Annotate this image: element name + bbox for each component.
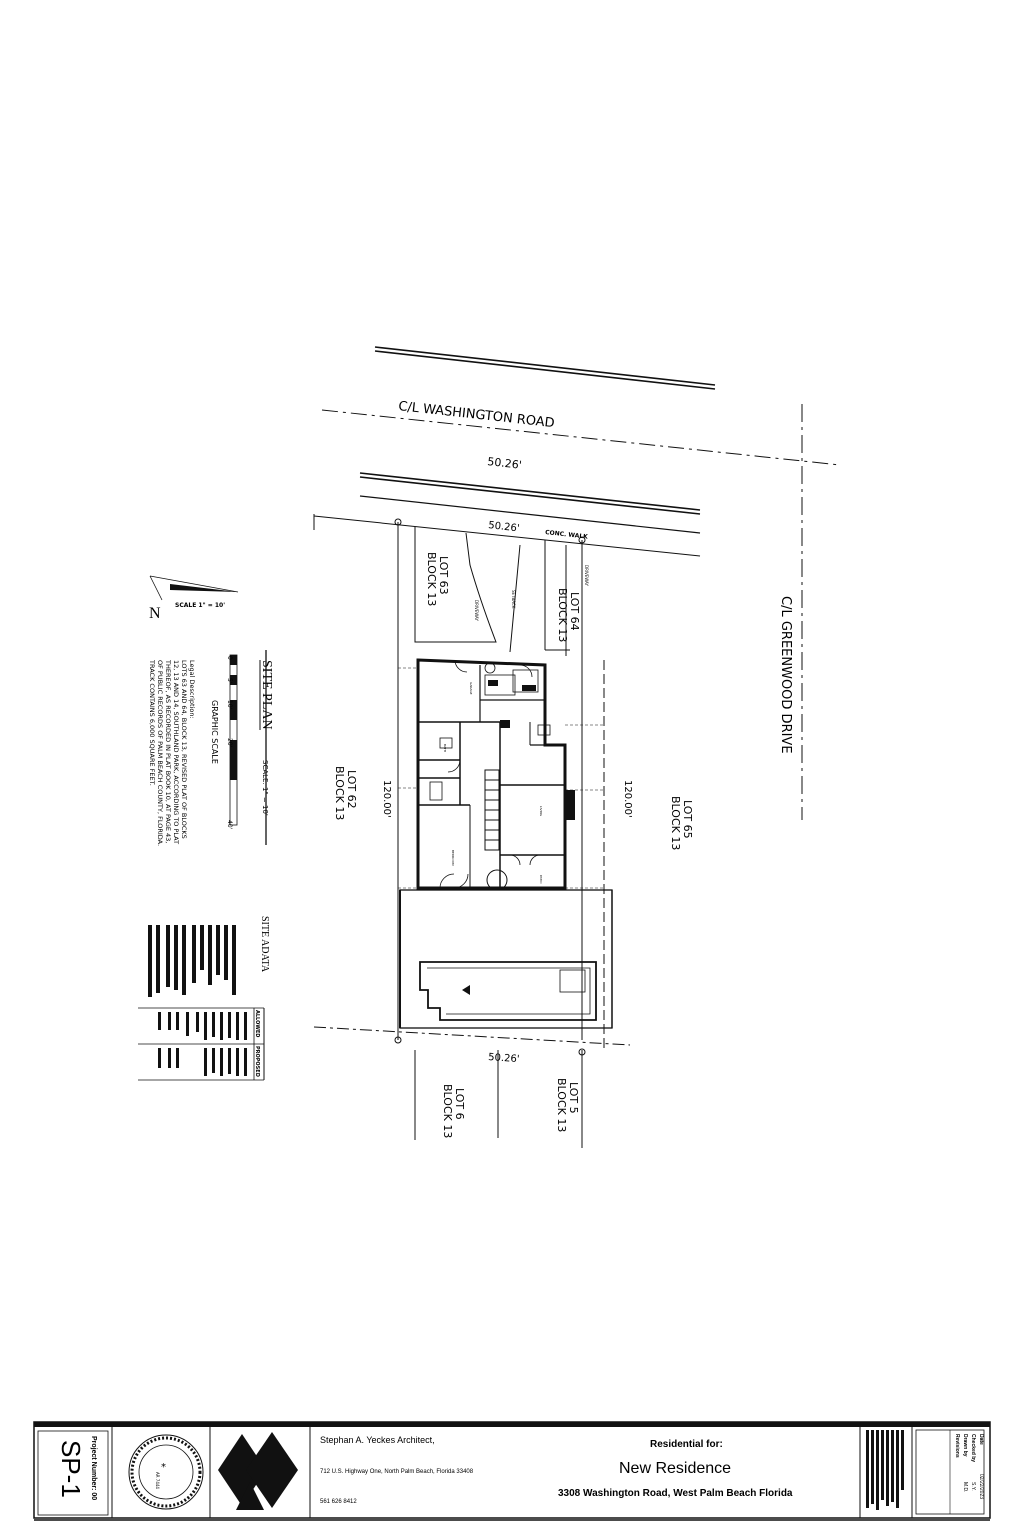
lot-64-block: BLOCK 13 xyxy=(556,588,569,642)
house-footprint xyxy=(416,658,567,891)
revisions-label: Revisions xyxy=(954,1434,960,1458)
conc-walk-label: CONC. WALK xyxy=(545,529,589,541)
lot-5-block: BLOCK 13 xyxy=(555,1078,568,1132)
checked-by-value: S.Y. xyxy=(970,1482,976,1491)
svg-text:PATIO: PATIO xyxy=(539,875,543,884)
scale-mark-20: 20' xyxy=(226,738,233,748)
architect-seal: * AR 7444 xyxy=(128,1434,204,1510)
scale-mark-10: 10' xyxy=(226,700,233,710)
site-data: SITE ADATA ALLOWED PROPOSED xyxy=(138,916,270,1081)
checked-by-label: Checked by xyxy=(970,1434,976,1462)
graphic-scale-label: GRAPHIC SCALE xyxy=(210,700,219,764)
svg-text:DRIVEWAY: DRIVEWAY xyxy=(474,600,479,621)
left-depth-dimension: 120.00' xyxy=(381,780,392,818)
drawn-by-value: M.D. xyxy=(962,1482,968,1493)
architect-address: 712 U.S. Highway One, North Palm Beach, … xyxy=(320,1469,474,1475)
architect-name: Stephan A. Yeckes Architect, xyxy=(320,1435,435,1445)
svg-text:SETBACK: SETBACK xyxy=(511,590,516,609)
lot-63-label: LOT 63 xyxy=(437,556,450,595)
legal-heading: Legal Description: xyxy=(188,660,196,719)
site-data-proposed-header: PROPOSED xyxy=(254,1046,260,1077)
property-front-line xyxy=(313,515,701,557)
general-notes xyxy=(866,1430,904,1510)
drawn-by-label: Drawn by xyxy=(962,1434,968,1457)
legal-line: OF PUBLIC RECORDS OF PALM BEACH COUNTY, … xyxy=(156,660,164,846)
north-scale-note: SCALE 1" = 10' xyxy=(175,602,225,609)
north-letter: N xyxy=(149,605,161,622)
washington-road xyxy=(313,346,841,557)
architect-logo xyxy=(218,1432,298,1510)
pool xyxy=(419,961,597,1021)
lot-63-block: BLOCK 13 xyxy=(425,552,438,606)
scale-mark-40: 40' xyxy=(226,820,233,830)
svg-text:DRIVEWAY: DRIVEWAY xyxy=(584,565,589,586)
rear-yard xyxy=(399,889,613,1029)
revision-table: Date 02/22/2023 Checked by S.Y. Drawn by… xyxy=(915,1429,985,1515)
residential-for-label: Residential for: xyxy=(650,1439,723,1450)
site-plan-scale: SCALE: 1" = 10' xyxy=(261,760,269,816)
house-equipment xyxy=(488,680,575,820)
right-depth-dimension: 120.00' xyxy=(622,780,633,818)
rear-dimension: 50.26' xyxy=(488,1052,520,1065)
legal-line: TRACK CONTAINS 6,000 SQUARE FEET. xyxy=(148,659,156,786)
seal-number: AR 7444 xyxy=(155,1472,160,1489)
site-data-allowed-header: ALLOWED xyxy=(254,1010,260,1037)
project-address: 3308 Washington Road, West Palm Beach Fl… xyxy=(558,1488,793,1499)
site-data-title: SITE ADATA xyxy=(259,916,270,973)
date-value: 02/22/2023 xyxy=(978,1474,984,1499)
lot-64-label: LOT 64 xyxy=(568,592,581,631)
lot-labels: LOT 63 BLOCK 13 LOT 64 BLOCK 13 LOT 62 B… xyxy=(333,552,694,1138)
architect-phone: 561 626 8412 xyxy=(320,1499,357,1505)
site-plan-title-block: SITE PLAN SCALE: 1" = 10' 0 5' 10' 20' 4… xyxy=(210,650,274,845)
greenwood-drive-label: C/L GREENWOOD DRIVE xyxy=(778,596,793,754)
svg-text:LIVING: LIVING xyxy=(539,806,543,817)
lot-65-label: LOT 65 xyxy=(681,800,694,839)
svg-text:BATH: BATH xyxy=(443,744,447,752)
scale-mark-0: 0 xyxy=(226,656,233,660)
seal-star-icon: * xyxy=(161,1462,166,1473)
lot-6-block: BLOCK 13 xyxy=(441,1084,454,1138)
washington-road-centerline xyxy=(321,409,841,466)
north-arrow: N SCALE 1" = 10' xyxy=(149,575,239,622)
title-block: SP-1 Project Number: 00 * AR 7444 Stepha… xyxy=(33,1421,991,1521)
sheet-number: SP-1 xyxy=(56,1440,86,1498)
graphic-scale-bar xyxy=(229,654,238,826)
driveway xyxy=(414,527,570,656)
svg-text:GARAGE: GARAGE xyxy=(469,682,473,695)
lot-62-label: LOT 62 xyxy=(345,770,358,809)
lot-62-block: BLOCK 13 xyxy=(333,766,346,820)
road-dimension-label: 50.26' xyxy=(487,455,523,472)
scale-mark-5: 5' xyxy=(226,678,233,684)
project-name: New Residence xyxy=(619,1460,731,1477)
lot-frontage-dimension: 50.26' xyxy=(488,520,520,534)
property-lines xyxy=(313,514,631,1148)
legal-line: 12, 13 AND 14, SOUTHLAND PARK, ACCORDING… xyxy=(172,660,180,844)
svg-text:BEDROOM: BEDROOM xyxy=(451,850,455,866)
lot-6-label: LOT 6 xyxy=(453,1088,466,1120)
date-label: Date xyxy=(978,1434,984,1445)
legal-line: LOTS 63 AND 64, BLOCK 13, REVISED PLAT O… xyxy=(180,660,188,839)
lot-5-label: LOT 5 xyxy=(567,1082,580,1114)
legal-line: THEREOF, AS RECORDED IN PLAT BOOK 10, AT… xyxy=(164,659,172,843)
project-number: Project Number: 00 xyxy=(90,1436,97,1500)
legal-description: Legal Description: LOTS 63 AND 64, BLOCK… xyxy=(148,659,196,846)
lot-65-block: BLOCK 13 xyxy=(669,796,682,850)
